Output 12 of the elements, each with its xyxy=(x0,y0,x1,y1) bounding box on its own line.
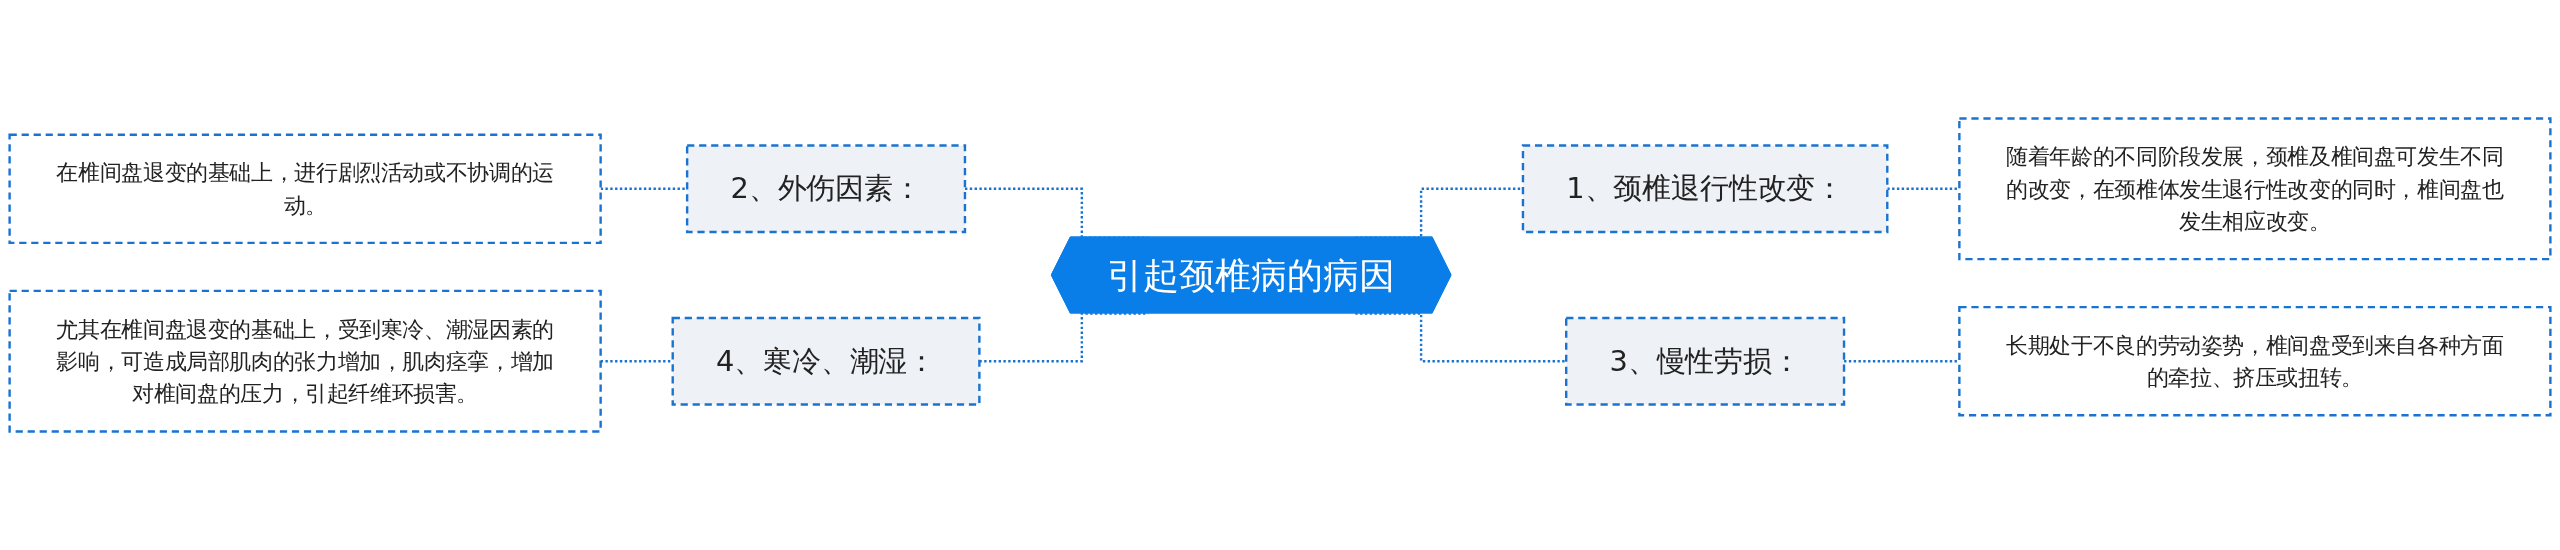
node-box: 随着年龄的不同阶段发展，颈椎及椎间盘可发生不同的改变，在颈椎体发生退行性改变的同时，椎间盘也发生相应改变。 xyxy=(1958,117,2552,261)
node-box: 2、外伤因素： xyxy=(685,144,967,234)
node-box: 4、寒冷、潮湿： xyxy=(671,316,981,406)
node-box: 尤其在椎间盘退变的基础上，受到寒冷、潮湿因素的影响，可造成局部肌肉的张力增加，肌肉痉挛，增加对椎间盘的压力，引起纤维环损害。 xyxy=(8,289,602,433)
node-box: 3、慢性劳损： xyxy=(1565,316,1846,406)
connector xyxy=(1887,187,1960,190)
connector xyxy=(600,187,688,190)
connector xyxy=(1355,312,1567,363)
node-box: 在椎间盘退变的基础上，进行剧烈活动或不协调的运动。 xyxy=(8,133,602,245)
node-box: 长期处于不良的劳动姿势，椎间盘受到来自各种方面的牵拉、挤压或扭转。 xyxy=(1958,305,2552,417)
connector xyxy=(600,360,673,363)
node-box: 1、颈椎退行性改变： xyxy=(1521,144,1889,234)
